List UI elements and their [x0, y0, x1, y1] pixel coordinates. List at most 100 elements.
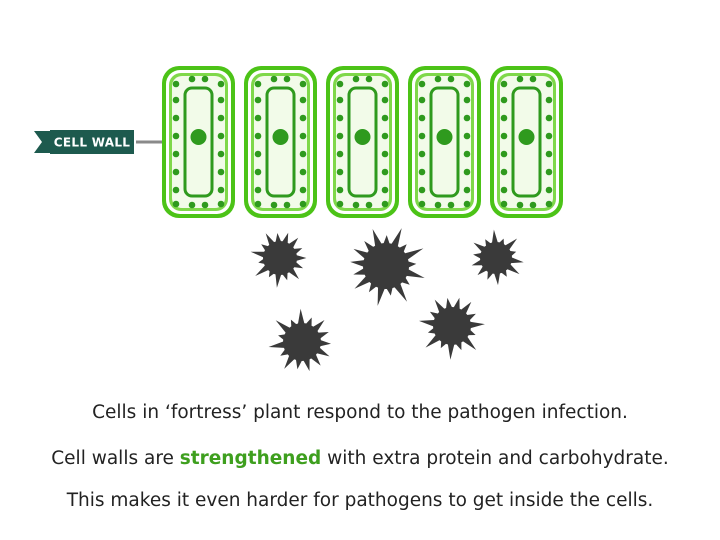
chloroplast — [299, 150, 307, 158]
vacuole-membrane — [511, 86, 542, 198]
pathogen-body — [263, 241, 297, 275]
caption-line-2-start: Cell walls are — [51, 448, 180, 469]
chloroplast — [418, 96, 426, 104]
chloroplast — [254, 114, 262, 122]
chloroplast — [299, 96, 307, 104]
chloroplast — [500, 150, 508, 158]
chloroplast — [418, 200, 426, 208]
chloroplast — [299, 114, 307, 122]
plant-cell — [408, 66, 481, 218]
plant-cell — [162, 66, 235, 218]
chloroplast — [254, 132, 262, 140]
chloroplast — [172, 150, 180, 158]
chloroplast — [172, 186, 180, 194]
nucleus — [190, 129, 207, 145]
chloroplast — [254, 150, 262, 158]
chloroplast — [418, 168, 426, 176]
chloroplast — [545, 96, 553, 104]
chloroplast — [418, 80, 426, 88]
chloroplast — [545, 80, 553, 88]
caption-highlight-strengthened: strengthened — [179, 448, 322, 469]
chloroplast — [500, 114, 508, 122]
chloroplast — [545, 186, 553, 194]
chloroplast — [418, 114, 426, 122]
chloroplast — [336, 186, 344, 194]
chloroplast — [217, 96, 225, 104]
chloroplast — [365, 201, 373, 209]
chloroplast — [217, 168, 225, 176]
chloroplast — [299, 80, 307, 88]
chloroplast — [299, 186, 307, 194]
chloroplast — [254, 186, 262, 194]
chloroplast — [336, 168, 344, 176]
chloroplast — [336, 150, 344, 158]
pathogen-body — [433, 307, 471, 345]
nucleus — [354, 129, 371, 145]
chloroplast — [381, 114, 389, 122]
plant-cells-diagram: CELL WALL — [34, 66, 563, 372]
chloroplast — [381, 168, 389, 176]
cell-wall-label: CELL WALL — [54, 136, 131, 150]
chloroplast — [500, 168, 508, 176]
chloroplast — [352, 75, 360, 83]
chloroplast — [418, 132, 426, 140]
chloroplast — [418, 186, 426, 194]
pathogen — [268, 308, 331, 372]
chloroplast — [447, 201, 455, 209]
chloroplast — [336, 96, 344, 104]
chloroplast — [545, 200, 553, 208]
nucleus — [272, 129, 289, 145]
chloroplast — [270, 201, 278, 209]
pathogen — [350, 228, 425, 306]
chloroplast — [500, 80, 508, 88]
chloroplast — [217, 200, 225, 208]
chloroplast — [463, 150, 471, 158]
chloroplast — [545, 114, 553, 122]
chloroplast — [336, 80, 344, 88]
chloroplast — [500, 186, 508, 194]
pathogen-body — [480, 242, 512, 274]
chloroplast — [381, 80, 389, 88]
cell-wall-label-tag: CELL WALL — [34, 130, 162, 154]
pathogen-body — [363, 243, 409, 289]
vacuole-membrane — [183, 86, 214, 198]
chloroplast — [254, 80, 262, 88]
chloroplast — [172, 96, 180, 104]
chloroplast — [172, 132, 180, 140]
caption-line-1: Cells in ‘fortress’ plant respond to the… — [92, 402, 628, 423]
label-box — [50, 130, 134, 154]
pathogen-body — [283, 323, 321, 361]
chloroplast — [434, 75, 442, 83]
chloroplast — [336, 200, 344, 208]
plant-cell — [490, 66, 563, 218]
chloroplast — [500, 200, 508, 208]
chloroplast — [283, 75, 291, 83]
chloroplast — [217, 150, 225, 158]
chloroplast — [381, 96, 389, 104]
chloroplast — [336, 114, 344, 122]
pathogen — [419, 297, 485, 360]
vacuole-membrane — [429, 86, 460, 198]
pathogen — [250, 232, 307, 288]
caption-line-3: This makes it even harder for pathogens … — [66, 490, 654, 511]
chloroplast — [463, 168, 471, 176]
chloroplast — [463, 200, 471, 208]
nucleus — [436, 129, 453, 145]
chloroplast — [545, 168, 553, 176]
chloroplast — [463, 132, 471, 140]
chloroplast — [188, 75, 196, 83]
chloroplast — [463, 114, 471, 122]
chloroplast — [172, 114, 180, 122]
chloroplast — [545, 132, 553, 140]
plant-cell — [244, 66, 317, 218]
chloroplast — [516, 201, 524, 209]
chloroplast — [217, 114, 225, 122]
chloroplast — [463, 96, 471, 104]
chloroplast — [270, 75, 278, 83]
chloroplast — [434, 201, 442, 209]
chloroplast — [283, 201, 291, 209]
caption-line-2: Cell walls are strengthened with extra p… — [0, 448, 720, 469]
chloroplast — [500, 96, 508, 104]
pathogen — [471, 229, 524, 286]
chloroplast — [447, 75, 455, 83]
